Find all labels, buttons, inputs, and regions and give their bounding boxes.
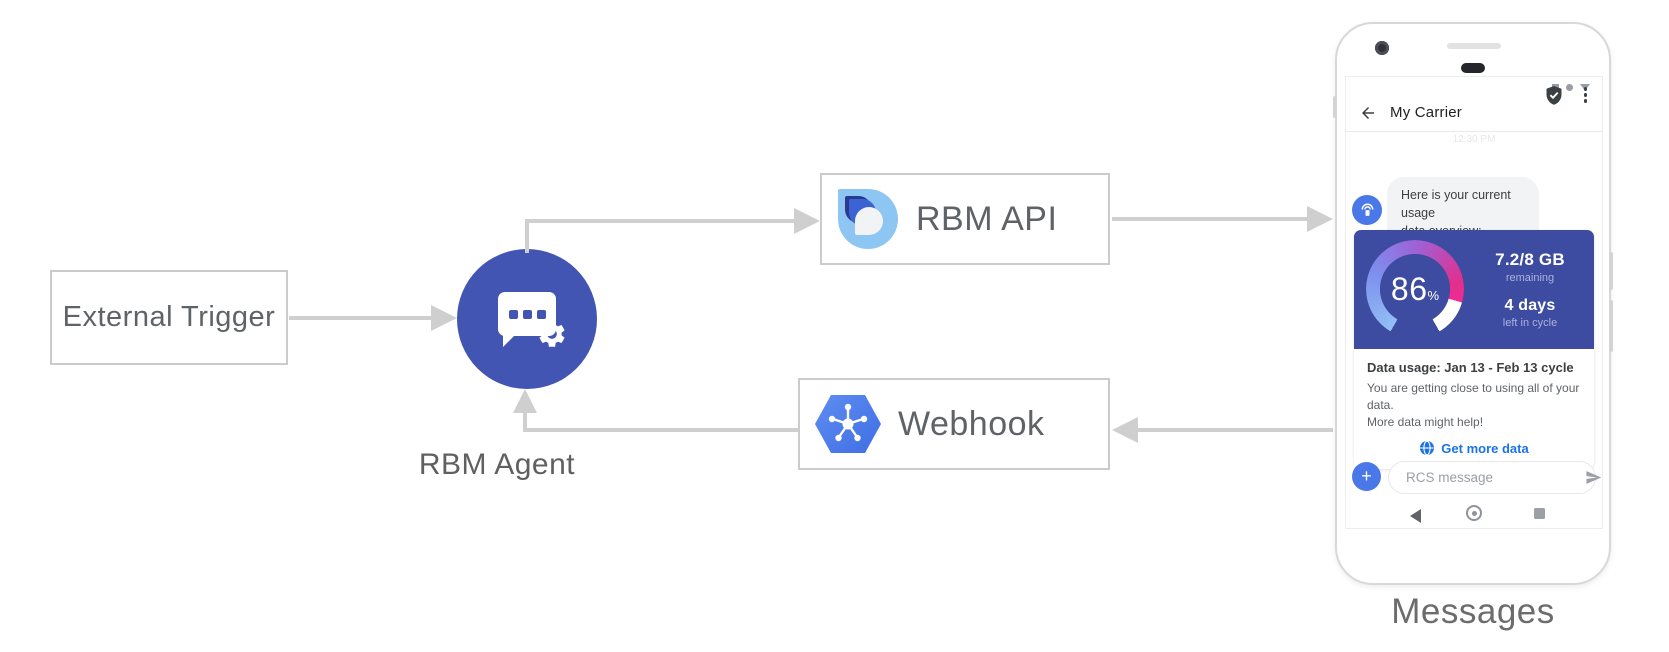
usage-donut-gauge: 86 % xyxy=(1366,240,1464,338)
attach-plus-button[interactable]: + xyxy=(1352,462,1381,491)
connector-webhook-to-agent-horizontal xyxy=(523,428,798,432)
external-trigger-box: External Trigger xyxy=(50,270,288,365)
arrow-phone-to-webhook-line xyxy=(1137,428,1333,432)
agent-message-line1: Here is your current usage xyxy=(1401,188,1511,221)
connector-webhook-to-agent-vertical xyxy=(523,409,527,432)
back-arrow-icon[interactable] xyxy=(1359,104,1377,122)
phone-mockup: My Carrier 12:30 PM Here is your curr xyxy=(1333,22,1613,585)
usage-rich-card: 86 % 7.2/8 GB remaining 4 days left in c… xyxy=(1354,230,1594,470)
verified-shield-icon[interactable] xyxy=(1544,85,1564,111)
conversation-app-bar: My Carrier xyxy=(1346,94,1602,131)
left-side-button xyxy=(1333,96,1337,118)
nav-home-button[interactable] xyxy=(1466,505,1482,521)
nav-recents-button[interactable] xyxy=(1534,508,1545,519)
data-remaining-label: remaining xyxy=(1505,272,1555,284)
gear-icon xyxy=(539,321,565,347)
arrow-trigger-to-agent-head xyxy=(431,305,457,331)
sensor-pill xyxy=(1461,63,1485,73)
webhook-hexagon-icon xyxy=(815,395,881,453)
get-more-data-button[interactable]: Get more data xyxy=(1367,440,1581,456)
agent-avatar xyxy=(1352,195,1382,225)
conversation-title: My Carrier xyxy=(1390,104,1462,121)
arrow-api-to-phone-line xyxy=(1112,217,1310,221)
arrow-api-to-phone-head xyxy=(1307,206,1333,232)
message-timestamp: 12:30 PM xyxy=(1452,134,1496,145)
chat-bubble-gear-icon xyxy=(498,292,565,347)
days-left-value: 4 days xyxy=(1504,297,1556,314)
power-button xyxy=(1609,252,1613,290)
external-trigger-label: External Trigger xyxy=(62,301,276,333)
android-nav-bar xyxy=(1346,502,1602,528)
usage-percent-value: 86 xyxy=(1390,270,1428,307)
connector-agent-to-api-horizontal xyxy=(525,219,795,223)
rbm-agent-node xyxy=(457,249,597,389)
usage-gauge-panel: 86 % 7.2/8 GB remaining 4 days left in c… xyxy=(1354,230,1594,349)
connector-agent-to-api-vertical xyxy=(525,221,529,253)
overflow-menu-icon[interactable] xyxy=(1583,87,1587,103)
get-more-data-label: Get more data xyxy=(1441,440,1529,456)
status-circle-icon xyxy=(1566,84,1573,91)
hotspot-icon xyxy=(1361,203,1373,216)
usage-card-body: Data usage: Jan 13 - Feb 13 cycle You ar… xyxy=(1354,349,1594,470)
arrow-webhook-to-agent-head xyxy=(513,389,537,413)
send-icon[interactable] xyxy=(1585,469,1602,486)
days-left-label: left in cycle xyxy=(1502,317,1558,329)
webhook-label: Webhook xyxy=(898,404,1045,443)
usage-card-title: Data usage: Jan 13 - Feb 13 cycle xyxy=(1367,360,1574,375)
arrow-trigger-to-agent-line xyxy=(289,316,433,320)
phone-screen: My Carrier 12:30 PM Here is your curr xyxy=(1345,76,1603,529)
usage-card-body-line1: You are getting close to using all of yo… xyxy=(1367,381,1580,413)
arrow-agent-to-api-head xyxy=(794,208,820,234)
rbm-api-label: RBM API xyxy=(916,199,1058,238)
usage-stats: 7.2/8 GB remaining 4 days left in cycle xyxy=(1470,230,1590,349)
app-bar-divider xyxy=(1346,131,1602,132)
data-remaining-value: 7.2/8 GB xyxy=(1495,250,1565,269)
rbm-api-box: RBM API xyxy=(820,173,1110,265)
usage-percent-unit: % xyxy=(1427,287,1440,303)
message-composer xyxy=(1388,461,1602,494)
webhook-box: Webhook xyxy=(798,378,1110,470)
rbm-api-logo-icon xyxy=(838,189,898,249)
plus-glyph: + xyxy=(1361,466,1372,486)
front-camera xyxy=(1375,41,1389,55)
globe-icon xyxy=(1420,440,1435,456)
arrow-phone-to-webhook-head xyxy=(1112,417,1138,443)
nav-back-button[interactable] xyxy=(1410,509,1421,523)
usage-card-body-line2: More data might help! xyxy=(1367,415,1484,430)
messages-device-label: Messages xyxy=(1391,592,1555,631)
rcs-message-input[interactable] xyxy=(1404,469,1585,486)
volume-button xyxy=(1609,300,1613,352)
rbm-agent-label: RBM Agent xyxy=(418,448,576,481)
earpiece-speaker xyxy=(1447,43,1501,49)
